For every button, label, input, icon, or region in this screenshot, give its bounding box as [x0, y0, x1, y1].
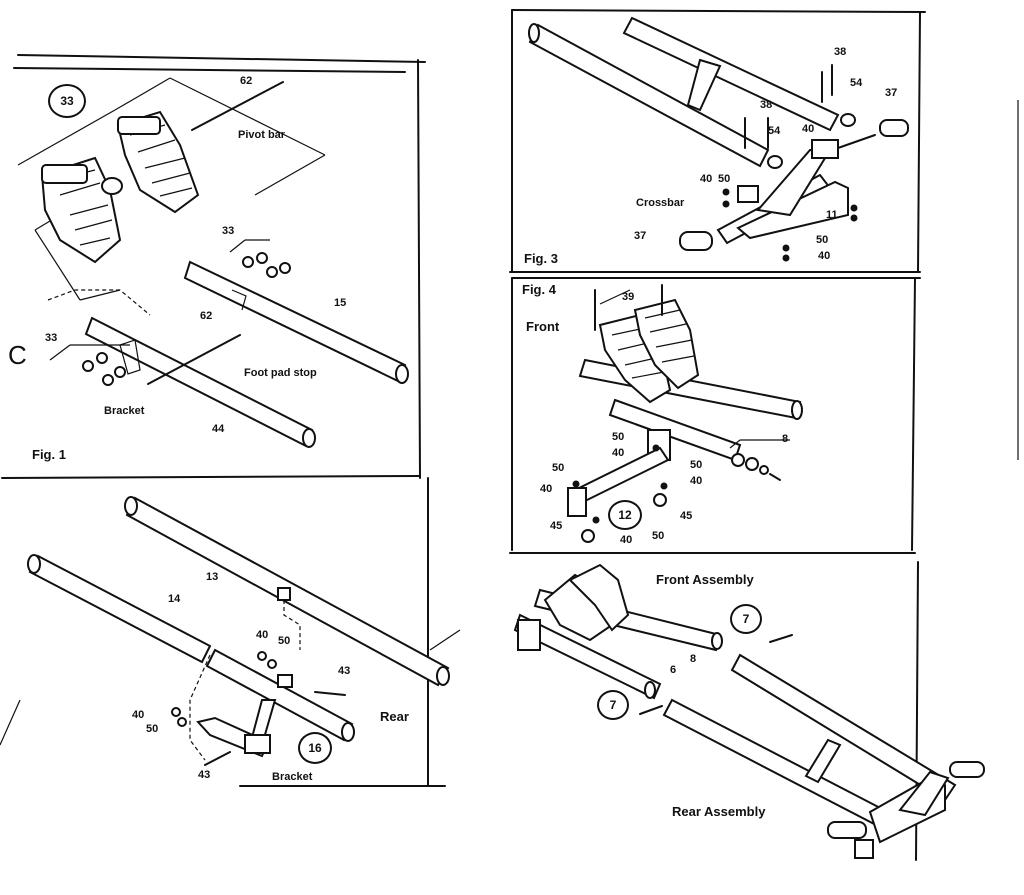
fig3-label: Fig. 3	[524, 251, 558, 266]
fig3-part-38-top: 38	[834, 46, 847, 58]
fig2-part-50-left: 50	[146, 723, 159, 735]
fig1-part-33-callout: 33	[48, 84, 86, 118]
fig1-frame-tubes	[47, 239, 409, 448]
fig2-part-43-top: 43	[338, 665, 351, 677]
fig4-part-45-b: 45	[550, 520, 563, 532]
fig5-front-assembly-label: Front Assembly	[656, 572, 754, 587]
fig3-frame	[509, 9, 926, 273]
fig3-part-37-left: 37	[634, 230, 647, 242]
fig3-part-11: 11	[826, 209, 838, 221]
fig3-part-38-mid: 38	[760, 99, 773, 111]
fig1-pivot-bar-label: Pivot bar	[238, 129, 286, 141]
fig4-part-40-a: 40	[612, 447, 625, 459]
fig1-label: Fig. 1	[32, 447, 66, 462]
fig1-part-44: 44	[212, 423, 225, 435]
fig1-foot-pedals	[17, 77, 326, 301]
fig1-c-mark: C	[8, 340, 27, 370]
fig3-part-40-mid: 40	[802, 123, 815, 135]
fig4-part-40-b: 40	[540, 483, 553, 495]
fig2-frame	[0, 477, 461, 787]
fig1-foot-pad-stop-label: Foot pad stop	[244, 367, 317, 379]
fig1-part-62-top: 62	[240, 75, 253, 87]
fig2-part-43-bottom: 43	[198, 769, 211, 781]
fig4-part-40-d: 40	[620, 534, 633, 546]
fig2-part-40-left: 40	[132, 709, 145, 721]
fig1-part-33-group2: 33	[45, 332, 58, 344]
fig3-part-50-right: 50	[816, 234, 829, 246]
fig2-part-13: 13	[206, 571, 219, 583]
fig4-part-45-a: 45	[680, 510, 693, 522]
fig3-crossbar-label: Crossbar	[636, 197, 685, 209]
fig3-part-54-right: 54	[850, 77, 863, 89]
fig4-front-label: Front	[526, 319, 560, 334]
fig3-part-50-left: 50	[718, 173, 731, 185]
fig1-part-15: 15	[334, 297, 347, 309]
fig2-part-40-top: 40	[256, 629, 269, 641]
fig4-part-50-d: 50	[652, 530, 665, 542]
fig4-part-40-c: 40	[690, 475, 703, 487]
fig4-frame	[509, 100, 1019, 554]
fig4-label: Fig. 4	[522, 282, 556, 297]
fig1-bracket-label: Bracket	[104, 405, 145, 417]
fig4-part-8: 8	[782, 433, 789, 445]
fig3-part-54-mid: 54	[768, 125, 781, 137]
fig2-rear-label: Rear	[380, 709, 409, 724]
fig3-part-40-right: 40	[818, 250, 831, 262]
fig5-part-6: 6	[670, 664, 677, 676]
fig2-part-16-callout: 16	[298, 732, 332, 764]
fig2-tubes	[27, 496, 450, 766]
fig4-part-39: 39	[622, 291, 635, 303]
fig5-part-7-top-callout: 7	[730, 604, 762, 634]
fig1-part-62-mid: 62	[200, 310, 213, 322]
fig4-part-50-c: 50	[690, 459, 703, 471]
fig4-part-50-a: 50	[612, 431, 625, 443]
fig2-part-50-top: 50	[278, 635, 291, 647]
fig5-full-assembly	[513, 563, 985, 859]
fig3-part-40-left: 40	[700, 173, 713, 185]
fig1-frame	[1, 54, 426, 479]
fig1-part-33-group1: 33	[222, 225, 235, 237]
fig4-part-12-callout: 12	[608, 500, 642, 530]
fig4-part-50-b: 50	[552, 462, 565, 474]
fig2-part-14: 14	[168, 593, 181, 605]
fig2-bracket-label: Bracket	[272, 771, 313, 783]
fig5-part-7-bottom-callout: 7	[597, 690, 629, 720]
fig5-rear-assembly-label: Rear Assembly	[672, 804, 766, 819]
fig4-front-assembly	[567, 284, 803, 543]
fig5-part-8: 8	[690, 653, 697, 665]
fig3-part-37-right: 37	[885, 87, 898, 99]
fig3-crossbar-assembly	[528, 16, 909, 262]
